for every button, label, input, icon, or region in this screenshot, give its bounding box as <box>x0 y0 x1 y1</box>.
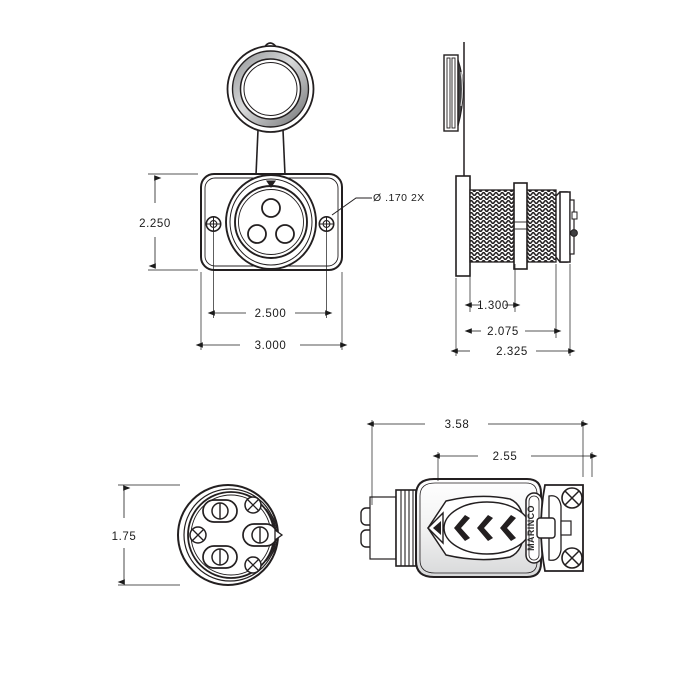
dim-front-height: 2.250 <box>139 175 171 269</box>
dim-thread-length: 1.300 <box>464 300 521 312</box>
plug-clamp-screw-left <box>189 526 207 544</box>
sealing-cap <box>226 42 315 133</box>
dim-plug-overall-length: 3.58 <box>366 419 589 431</box>
plug-collar <box>395 489 417 567</box>
socket-hole-top <box>261 198 281 218</box>
plug-terminal-upper-left <box>202 499 238 523</box>
plug-cable-clamp <box>536 484 584 572</box>
dim-label-thread-length: 1.300 <box>477 300 509 312</box>
dim-label-plug-diameter: 1.75 <box>112 531 137 543</box>
mounting-screw-right <box>318 216 335 233</box>
hole-callout-leader <box>331 197 372 216</box>
view-front-receptacle: 2.250 2.500 3.000 Ø .170 2X <box>139 42 425 352</box>
brand-label: MARINCO <box>526 505 536 551</box>
plug-terminal-lower-left <box>202 545 238 569</box>
dim-label-plug-body-length: 2.55 <box>493 451 518 463</box>
chevron-icon-1 <box>454 515 470 541</box>
view-end-plug: 1.75 <box>112 484 284 586</box>
plug-clamp-screw-bottom <box>244 556 262 574</box>
socket-hole-left <box>247 224 267 244</box>
dim-plug-body-length: 2.55 <box>432 451 598 463</box>
callout-mounting-hole-diameter: Ø .170 2X <box>373 192 425 204</box>
clamp-screw-top <box>561 487 583 509</box>
dim-plug-diameter: 1.75 <box>112 485 137 585</box>
chevron-icon-2 <box>477 515 493 541</box>
receptacle-rear-body <box>555 191 578 263</box>
plug-clamp-screw-top <box>244 496 262 514</box>
dim-hole-spacing: 2.500 <box>207 308 333 320</box>
dim-label-front-width: 3.000 <box>255 340 287 352</box>
chevron-icon-3 <box>500 515 516 541</box>
receptacle-threads <box>469 189 557 263</box>
receptacle-locking-ring <box>513 182 528 270</box>
extension-lines <box>148 173 343 350</box>
dim-front-width: 3.000 <box>195 340 348 352</box>
dim-label-hole-spacing: 2.500 <box>255 308 287 320</box>
view-side-plug: MARINCO <box>360 419 598 578</box>
cap-tether <box>255 129 286 176</box>
extension-lines-end-plug <box>118 484 180 586</box>
view-side-receptacle: 1.300 2.075 2.325 <box>443 42 578 358</box>
plug-grip-emblem <box>427 495 531 561</box>
dim-label-front-height: 2.250 <box>139 218 171 230</box>
sealing-cap-side <box>443 54 464 132</box>
dim-label-plug-overall-length: 3.58 <box>445 419 470 431</box>
dim-body-length: 2.075 <box>464 326 562 338</box>
dim-label-overall-length-side: 2.325 <box>496 346 528 358</box>
clamp-screw-bottom <box>561 547 583 569</box>
mounting-screw-left <box>205 216 222 233</box>
brand-badge: MARINCO <box>525 492 543 564</box>
keyway-marker-icon <box>266 180 276 188</box>
socket-hole-right <box>275 224 295 244</box>
receptacle-socket <box>225 174 317 270</box>
plug-terminal-right <box>242 523 278 547</box>
dim-label-body-length: 2.075 <box>487 326 519 338</box>
dim-overall-length-side: 2.325 <box>450 346 576 358</box>
plug-keyway-marker-icon <box>274 528 284 542</box>
plug-prongs <box>360 496 397 560</box>
receptacle-flange <box>455 175 471 277</box>
